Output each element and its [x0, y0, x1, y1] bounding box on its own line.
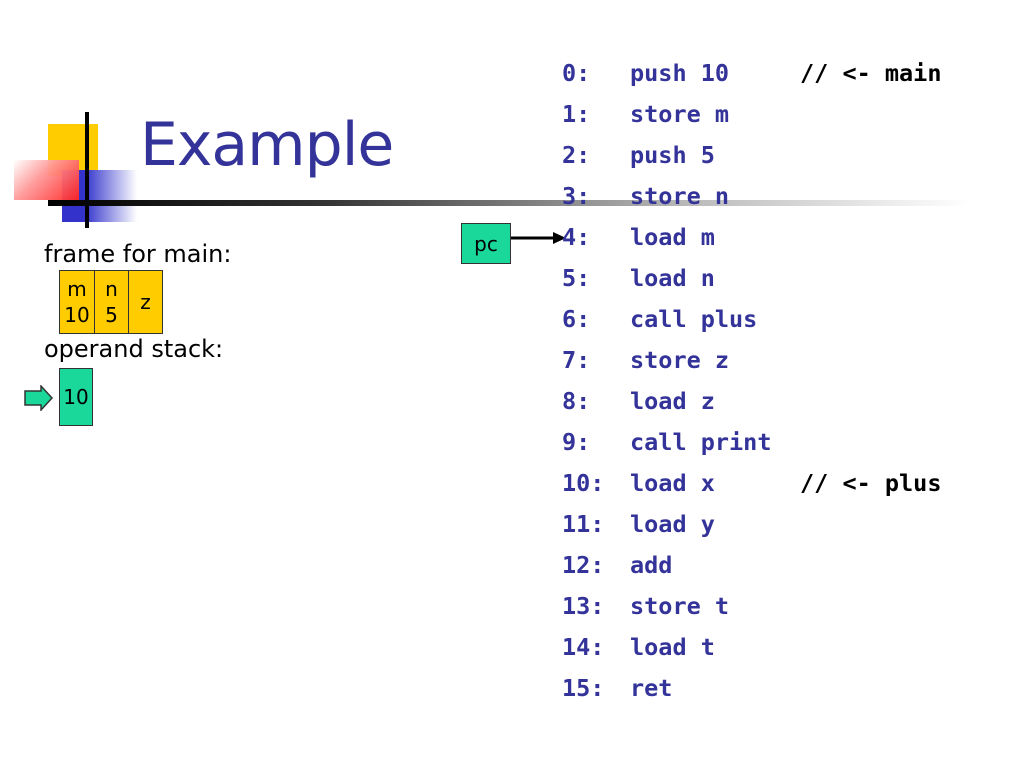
- instruction: load y: [630, 510, 715, 538]
- frame-main: m 10 n 5 z: [59, 270, 163, 334]
- instruction: load z: [630, 387, 715, 415]
- frame-cell-name: z: [140, 290, 151, 314]
- line-number: 8:: [562, 387, 591, 415]
- operand-stack-item: 10: [59, 368, 93, 426]
- instruction: load m: [630, 223, 715, 251]
- code-line: 15: ret: [562, 673, 771, 714]
- code-line: 1: store m: [562, 99, 771, 140]
- frame-cell-value: 5: [105, 303, 118, 327]
- frame-cell-z: z: [129, 271, 162, 333]
- stack-pointer-arrow-icon: [24, 385, 54, 411]
- line-number: 1:: [562, 100, 591, 128]
- code-line: 8: load z: [562, 386, 771, 427]
- instruction: call plus: [630, 305, 758, 333]
- instruction: call print: [630, 428, 772, 456]
- line-number: 3:: [562, 182, 591, 210]
- code-line: 3: store n: [562, 181, 771, 222]
- line-number: 6:: [562, 305, 591, 333]
- frame-cell-name: m: [67, 277, 87, 301]
- code-line-current: 4: load m: [562, 222, 771, 263]
- code-line: 6: call plus: [562, 304, 771, 345]
- frame-cell-n: n 5: [95, 271, 129, 333]
- line-number: 2:: [562, 141, 591, 169]
- line-number: 0:: [562, 59, 591, 87]
- instruction: ret: [630, 674, 673, 702]
- code-line: 2: push 5: [562, 140, 771, 181]
- line-number: 7:: [562, 346, 591, 374]
- code-line: 5: load n: [562, 263, 771, 304]
- line-number: 5:: [562, 264, 591, 292]
- code-comment: // <- plus: [800, 469, 942, 497]
- slide-title: Example: [140, 110, 394, 180]
- code-line: 11: load y: [562, 509, 771, 550]
- code-line: 10: load x // <- plus: [562, 468, 941, 509]
- line-number: 10:: [562, 469, 605, 497]
- instruction: load n: [630, 264, 715, 292]
- frame-cell-m: m 10: [60, 271, 95, 333]
- code-line: 7: store z: [562, 345, 771, 386]
- pc-box: pc: [461, 223, 511, 264]
- frame-cell-value: 10: [64, 303, 90, 327]
- title-underline: [48, 200, 968, 206]
- line-number: 11:: [562, 510, 605, 538]
- line-number: 4:: [562, 223, 591, 251]
- line-number: 13:: [562, 592, 605, 620]
- code-line: 14: load t: [562, 632, 771, 673]
- instruction: add: [630, 551, 673, 579]
- code-line: 13: store t: [562, 591, 771, 632]
- instruction: push 5: [630, 141, 715, 169]
- line-number: 14:: [562, 633, 605, 661]
- frame-label: frame for main:: [44, 240, 232, 268]
- code-listing: 0: push 10 // <- main 1: store m 2: push 5 3…: [562, 58, 941, 714]
- instruction: store m: [630, 100, 730, 128]
- instruction: load x: [630, 469, 715, 497]
- operand-stack-label: operand stack:: [44, 335, 224, 363]
- code-line: 12: add: [562, 550, 771, 591]
- instruction: store n: [630, 182, 730, 210]
- code-comment: // <- main: [800, 59, 942, 87]
- instruction: push 10: [630, 59, 730, 87]
- frame-cell-name: n: [105, 277, 118, 301]
- code-line: 0: push 10 // <- main: [562, 58, 941, 99]
- pc-arrow-icon: [511, 232, 566, 244]
- instruction: load t: [630, 633, 715, 661]
- instruction: store z: [630, 346, 730, 374]
- code-line: 9: call print: [562, 427, 771, 468]
- line-number: 9:: [562, 428, 591, 456]
- instruction: store t: [630, 592, 730, 620]
- line-number: 12:: [562, 551, 605, 579]
- line-number: 15:: [562, 674, 605, 702]
